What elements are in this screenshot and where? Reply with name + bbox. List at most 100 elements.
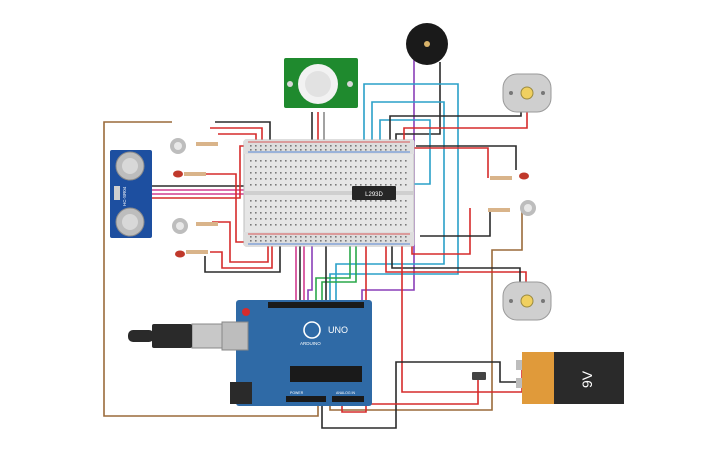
breadboard-hole [315, 218, 317, 220]
breadboard-hole [305, 184, 307, 186]
breadboard-hole [380, 166, 382, 168]
wire-green-1 [321, 238, 357, 300]
breadboard-hole [325, 178, 327, 180]
ultrasonic-label: HC-SR04 [122, 186, 127, 206]
breadboard-hole [390, 166, 392, 168]
breadboard-hole [375, 160, 377, 162]
breadboard-hole [330, 184, 332, 186]
breadboard-hole [290, 145, 292, 147]
breadboard-hole [270, 145, 272, 147]
usb-cable-strain [128, 330, 154, 342]
breadboard-hole [255, 200, 257, 202]
breadboard-hole [305, 172, 307, 174]
breadboard-hole [370, 145, 372, 147]
ldr-bottom-left [172, 218, 188, 234]
breadboard-hole [395, 240, 397, 242]
breadboard-hole [355, 145, 357, 147]
breadboard-hole [405, 172, 407, 174]
wire-buzzer-black [395, 62, 441, 150]
breadboard-hole [255, 206, 257, 208]
breadboard-hole [325, 149, 327, 151]
breadboard-hole [350, 166, 352, 168]
pir-pot-left [287, 81, 293, 87]
wire-led4-red [210, 240, 273, 269]
breadboard-hole [395, 236, 397, 238]
breadboard-hole [370, 166, 372, 168]
breadboard-hole [350, 218, 352, 220]
breadboard-hole [400, 160, 402, 162]
breadboard-hole [265, 184, 267, 186]
breadboard-hole [325, 240, 327, 242]
breadboard-hole [370, 240, 372, 242]
breadboard-hole [265, 149, 267, 151]
breadboard-hole [335, 166, 337, 168]
breadboard-hole [350, 172, 352, 174]
breadboard-hole [325, 166, 327, 168]
breadboard-hole [350, 240, 352, 242]
breadboard-hole [375, 206, 377, 208]
breadboard-hole [285, 160, 287, 162]
breadboard-hole [250, 218, 252, 220]
breadboard-hole [375, 184, 377, 186]
resistor-3 [488, 208, 510, 212]
battery-cap [522, 352, 558, 404]
breadboard-hole [390, 218, 392, 220]
breadboard-hole [355, 236, 357, 238]
breadboard-hole [380, 200, 382, 202]
breadboard-hole [285, 200, 287, 202]
leds [173, 170, 529, 258]
breadboard-hole [310, 172, 312, 174]
breadboard-hole [360, 160, 362, 162]
breadboard-hole [340, 160, 342, 162]
breadboard-hole [350, 236, 352, 238]
wire-motor-bot-black [391, 240, 521, 288]
breadboard-hole [315, 184, 317, 186]
breadboard-hole [345, 224, 347, 226]
breadboard-hole [340, 166, 342, 168]
breadboard-hole [405, 145, 407, 147]
breadboard-hole [355, 212, 357, 214]
breadboard-hole [285, 236, 287, 238]
breadboard-hole [340, 224, 342, 226]
breadboard-holes [250, 145, 407, 242]
breadboard-hole [395, 184, 397, 186]
wire-motor-top-black [389, 110, 522, 150]
breadboard-hole [265, 145, 267, 147]
breadboard-hole [395, 178, 397, 180]
wire-rldr-black [420, 212, 491, 237]
breadboard-hole [255, 236, 257, 238]
breadboard-hole [355, 160, 357, 162]
breadboard-hole [325, 236, 327, 238]
breadboard-hole [380, 149, 382, 151]
breadboard-hole [405, 218, 407, 220]
breadboard-hole [340, 172, 342, 174]
breadboard-hole [260, 178, 262, 180]
breadboard-hole [310, 212, 312, 214]
breadboard-hole [390, 212, 392, 214]
breadboard-hole [365, 149, 367, 151]
breadboard-hole [290, 184, 292, 186]
breadboard-hole [390, 236, 392, 238]
breadboard-hole [375, 236, 377, 238]
breadboard-hole [295, 184, 297, 186]
breadboard-hole [255, 212, 257, 214]
breadboard-hole [305, 224, 307, 226]
breadboard-hole [405, 184, 407, 186]
breadboard-hole [300, 166, 302, 168]
breadboard-hole [260, 184, 262, 186]
breadboard-hole [310, 206, 312, 208]
breadboard-hole [320, 145, 322, 147]
wire-brown-left [103, 121, 319, 417]
wire-blue-3 [379, 119, 431, 185]
breadboard-hole [275, 184, 277, 186]
breadboard-hole [280, 206, 282, 208]
wire-us-4 [150, 145, 246, 199]
breadboard-hole [350, 206, 352, 208]
breadboard-hole [285, 218, 287, 220]
breadboard-hole [310, 218, 312, 220]
breadboard-hole [300, 218, 302, 220]
arduino-analog-label: ANALOG IN [336, 391, 356, 395]
breadboard-hole [365, 145, 367, 147]
breadboard-hole [315, 166, 317, 168]
breadboard-hole [355, 240, 357, 242]
